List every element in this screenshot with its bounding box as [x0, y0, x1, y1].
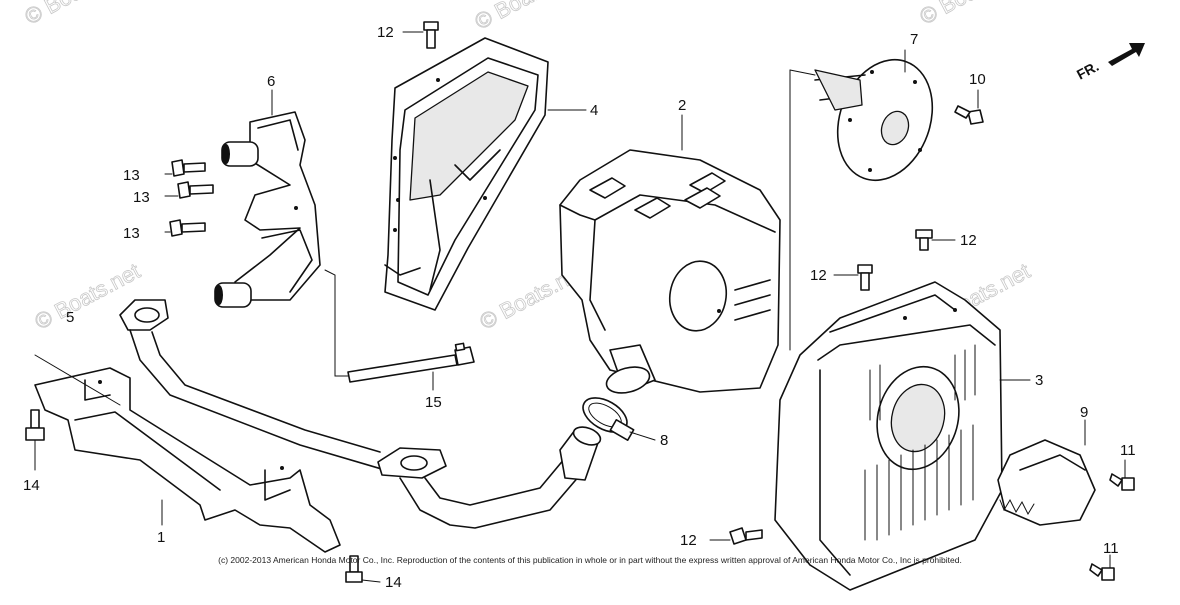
front-label: FR.	[1074, 58, 1101, 83]
bolt-13-c	[169, 219, 206, 237]
callout-6: 6	[267, 73, 275, 90]
bolt-14-bottom	[345, 555, 363, 583]
callout-15: 15	[425, 394, 442, 411]
callout-9: 9	[1080, 404, 1088, 421]
front-arrow-icon	[1108, 43, 1145, 66]
callout-12: 12	[680, 532, 697, 549]
bolt-12-top	[423, 21, 439, 49]
watermark: © Boats.net	[916, 0, 1030, 29]
callouts: 12 6 13 13 13 4 2 7 10 12 12 3 9 11 11 1…	[23, 24, 1136, 591]
leader-lines	[34, 31, 1126, 583]
callout-14: 14	[385, 574, 402, 591]
bolt-11-b	[1089, 563, 1115, 581]
callout-4: 4	[590, 102, 598, 119]
front-direction-indicator: FR.	[1074, 43, 1145, 83]
small-bolts	[25, 21, 1135, 583]
bolt-12-bottom	[729, 527, 763, 545]
watermark: © Boats.net	[21, 0, 135, 29]
bolt-12-mid	[857, 264, 873, 291]
bolt-13-a	[171, 159, 206, 177]
callout-11: 11	[1120, 442, 1136, 459]
part-15-bolt	[347, 342, 475, 383]
part-8-clamp	[582, 397, 635, 441]
bolt-10	[954, 105, 984, 125]
callout-2: 2	[678, 97, 686, 114]
callout-13: 13	[123, 225, 140, 242]
callout-13: 13	[133, 189, 150, 206]
bolt-11-a	[1109, 473, 1135, 491]
callout-12: 12	[377, 24, 394, 41]
callout-8: 8	[660, 432, 668, 449]
part-6-bracket	[214, 111, 321, 308]
part-7-screen-gasket	[814, 58, 934, 182]
callout-14: 14	[23, 477, 40, 494]
part-9-end-cap	[997, 439, 1096, 526]
callout-3: 3	[1035, 372, 1043, 389]
callout-11: 11	[1103, 540, 1119, 557]
callout-5: 5	[66, 309, 74, 326]
part-3-muffler-protector	[774, 281, 1003, 591]
callout-12: 12	[960, 232, 977, 249]
bolt-12-right	[915, 229, 933, 251]
bolt-13-b	[177, 181, 214, 199]
part-4-muffler-cover	[384, 37, 549, 311]
callout-7: 7	[910, 31, 918, 48]
part-1-plate	[34, 367, 341, 553]
callout-12: 12	[810, 267, 827, 284]
bolt-14-left	[25, 409, 45, 441]
part-2-muffler	[559, 149, 781, 394]
copyright-notice: (c) 2002-2013 American Honda Motor Co., …	[218, 555, 962, 565]
callout-13: 13	[123, 167, 140, 184]
callout-10: 10	[969, 71, 986, 88]
watermark: © Boats.net	[471, 0, 585, 34]
callout-1: 1	[157, 529, 165, 546]
part-5-exhaust-pipe	[119, 299, 602, 529]
